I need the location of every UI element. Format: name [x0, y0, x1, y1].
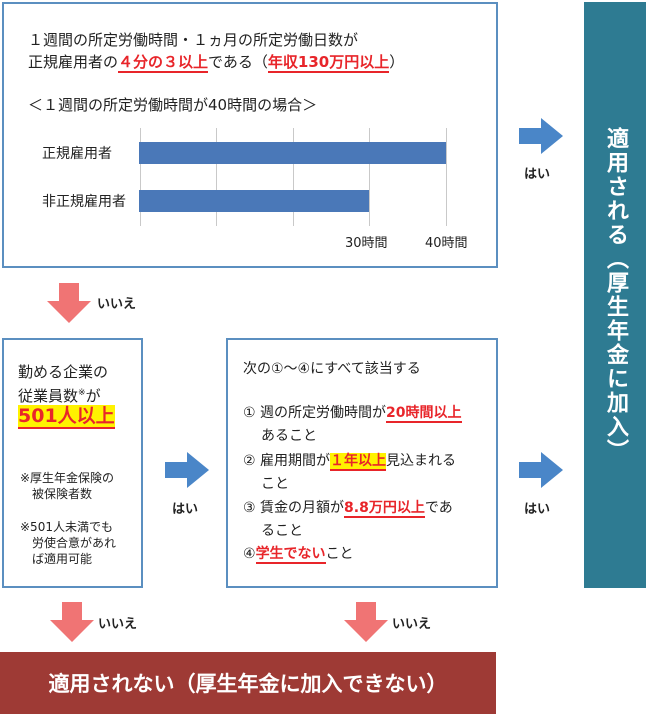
- chart-tick-label: 40時間: [425, 236, 468, 251]
- box2-line1: 勤める企業の: [18, 363, 109, 381]
- arrow-down-icon: [50, 602, 94, 642]
- box3-item2-post: こと: [261, 476, 289, 492]
- chart-category-label: 非正規雇用者: [42, 194, 126, 210]
- chart-gridline: [369, 128, 370, 226]
- box2-note1a: ※厚生年金保険の: [20, 471, 115, 485]
- box2-footnote-mark: ※: [78, 388, 86, 398]
- box2-line2-post: が: [85, 387, 101, 405]
- box2-note2b: 労使合意があれ: [32, 536, 117, 550]
- box3-item4-post: こと: [325, 546, 354, 562]
- result-applied-wrap: 適用される（厚生年金に加入）: [584, 2, 646, 588]
- box3-heading: 次の①〜④にすべて該当する: [243, 361, 421, 377]
- box3-item3-pre: ③ 賃金の月額が: [243, 500, 345, 516]
- box3-item2-pre: ② 雇用期間が: [243, 453, 331, 469]
- box2-note1b: 被保険者数: [32, 487, 93, 501]
- box1-subtitle: ＜１週間の所定労働時間が40時間の場合＞: [28, 96, 318, 114]
- box3-item2-mid: 見込まれる: [386, 453, 457, 469]
- chart-tick-label: 30時間: [345, 236, 388, 251]
- box2-note1: ※厚生年金保険の 被保険者数: [20, 470, 114, 502]
- box3-item1: ① 週の所定労働時間が20時間以上 あること: [243, 402, 493, 448]
- box2-note2: ※501人未満でも 労使合意があれ ば適用可能: [20, 519, 116, 567]
- chart-gridline: [293, 128, 294, 226]
- box1-line1: １週間の所定労働時間・１ヵ月の所定労働日数が: [28, 31, 359, 49]
- box3-item3-post: ること: [261, 523, 303, 539]
- condition-box-employees: [2, 338, 143, 588]
- box2-line2-text: 従業員数: [18, 387, 79, 405]
- yes-label: はい: [172, 502, 199, 517]
- box3-item1-post: あること: [261, 428, 317, 444]
- arrow-right-icon: [165, 452, 209, 488]
- result-applied-panel: 適用される（厚生年金に加入）: [584, 2, 646, 588]
- box3-item3: ③ 賃金の月額が8.8万円以上であ ること: [243, 497, 493, 543]
- no-label: いいえ: [98, 617, 138, 632]
- condition-box-hours: [2, 2, 498, 268]
- box2-note2a: ※501人未満でも: [20, 520, 113, 534]
- chart-bar-nonregular: [139, 190, 370, 212]
- box3-item4-highlight: 学生でない: [255, 546, 326, 564]
- arrow-down-icon: [344, 602, 388, 642]
- arrow-down-icon: [47, 283, 91, 323]
- chart-gridline: [216, 128, 217, 226]
- chart-bar-regular: [139, 142, 446, 164]
- no-label: いいえ: [97, 297, 137, 312]
- box3-item3-highlight: 8.8万円以上: [344, 500, 425, 518]
- box1-line2-pre: 正規雇用者の: [28, 53, 119, 71]
- arrow-right-icon: [519, 118, 563, 154]
- result-not-applied-panel: 適用されない（厚生年金に加入できない）: [0, 652, 496, 714]
- chart-gridline: [140, 128, 141, 226]
- arrow-right-icon: [519, 452, 563, 488]
- chart-category-label: 正規雇用者: [42, 146, 112, 162]
- box2-note2c: ば適用可能: [32, 552, 93, 566]
- box3-item4-pre: ④: [243, 546, 256, 562]
- box3-item1-pre: ① 週の所定労働時間が: [243, 405, 387, 421]
- box3-item1-highlight: 20時間以上: [386, 405, 462, 423]
- result-not-applied-text: 適用されない（厚生年金に加入できない）: [48, 672, 448, 696]
- box3-item3-mid: であ: [424, 500, 453, 516]
- box2-highlight-text: 501人以上: [18, 405, 115, 429]
- box3-item2: ② 雇用期間が１年以上見込まれる こと: [243, 450, 493, 496]
- result-applied-text: 適用される（厚生年金に加入）: [603, 127, 628, 463]
- box1-line2: 正規雇用者の４分の３以上である（年収130万円以上）: [28, 52, 405, 73]
- box2-highlight: 501人以上: [18, 404, 115, 429]
- box3-item4: ④学生でないこと: [243, 545, 354, 564]
- box1-line2-mid: である（: [208, 53, 268, 71]
- box1-highlight-income: 年収130万円以上: [267, 53, 390, 73]
- no-label: いいえ: [392, 617, 432, 632]
- box1-highlight-three-quarters: ４分の３以上: [118, 53, 209, 73]
- box3-item2-highlight: １年以上: [330, 453, 387, 471]
- box2-line2: 従業員数※が: [18, 383, 101, 406]
- box1-line2-post: ）: [389, 53, 405, 71]
- chart-gridline: [446, 128, 447, 226]
- yes-label: はい: [524, 167, 551, 182]
- yes-label: はい: [524, 502, 551, 517]
